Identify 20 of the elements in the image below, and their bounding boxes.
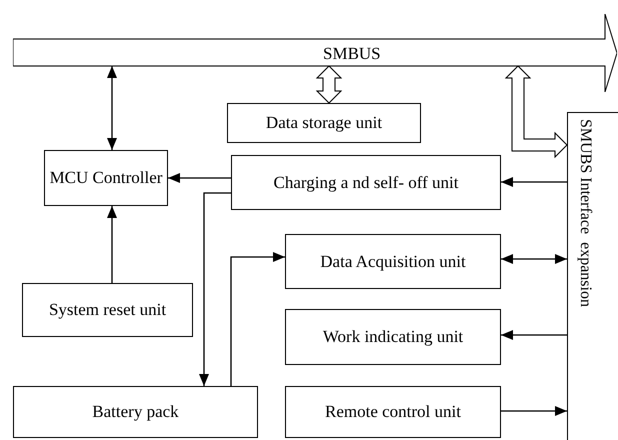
arrow xyxy=(107,206,117,283)
process-box: Remote control unit xyxy=(285,386,501,438)
process-box: Battery pack xyxy=(13,386,258,438)
arrow xyxy=(230,252,285,386)
panel-label: SMUBS Interface expansion xyxy=(577,119,593,309)
bus-label: SMBUS xyxy=(323,45,381,62)
hollow-arrow xyxy=(504,65,568,158)
arrow xyxy=(501,330,567,340)
arrow xyxy=(107,66,117,150)
arrow xyxy=(168,173,231,183)
hollow-arrow xyxy=(316,65,342,104)
process-box: Data Acquisition unit xyxy=(285,234,501,289)
arrow xyxy=(199,192,231,386)
arrow xyxy=(501,254,567,264)
process-box: Work indicating unit xyxy=(285,309,501,365)
arrow xyxy=(501,177,567,187)
process-box: System reset unit xyxy=(22,283,193,337)
arrow xyxy=(501,406,567,416)
process-box: MCU Controller xyxy=(44,150,168,206)
process-box: Charging a nd self- off unit xyxy=(231,155,501,210)
